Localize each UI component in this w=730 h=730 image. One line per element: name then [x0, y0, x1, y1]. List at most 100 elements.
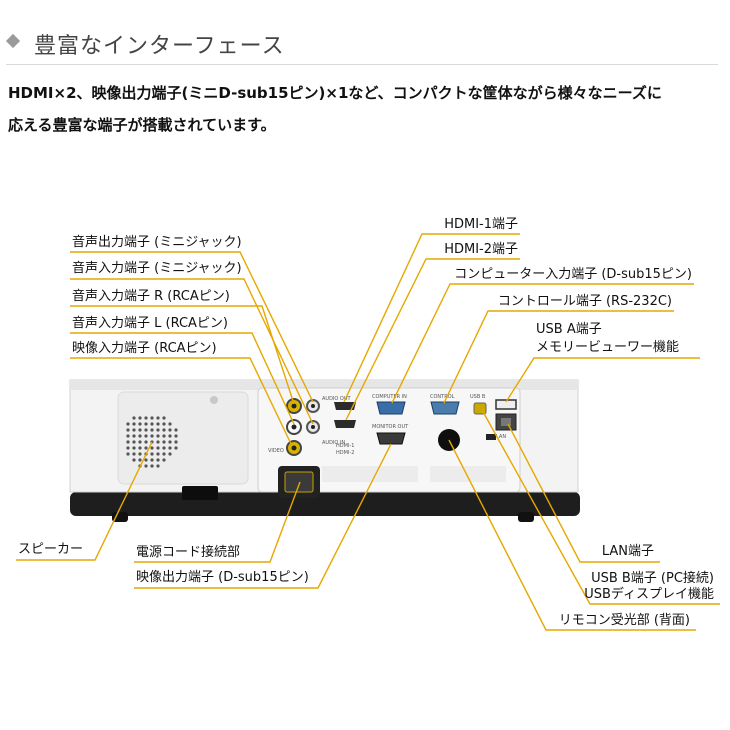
- leader-power: [134, 481, 301, 563]
- speaker-hole: [150, 446, 154, 450]
- projector-foot-right: [518, 512, 534, 522]
- computer-in-port: [376, 401, 406, 415]
- label-audio-in-r: 音声入力端子 R (RCAピン): [72, 288, 230, 304]
- speaker-hole: [132, 446, 136, 450]
- speaker-hole: [126, 422, 130, 426]
- speaker-hole: [168, 422, 172, 426]
- leader-lan: [507, 423, 660, 563]
- speaker-hole: [132, 422, 136, 426]
- label-usb-b-line-2: USBディスプレイ機能: [584, 586, 714, 602]
- screw-icon: [210, 396, 218, 404]
- label-video-in: 映像入力端子 (RCAピン): [72, 341, 217, 356]
- speaker-hole: [162, 416, 166, 420]
- label-remote: リモコン受光部 (背面): [559, 613, 690, 628]
- control-port: [430, 401, 460, 415]
- speaker-hole: [150, 416, 154, 420]
- panel-label-monitor-out: MONITOR OUT: [372, 424, 409, 430]
- vent-slot: [182, 486, 218, 500]
- label-lan: LAN端子: [602, 544, 654, 559]
- speaker-hole: [162, 452, 166, 456]
- panel-label-hdmi-2: HDMI-2: [336, 450, 354, 456]
- speaker-hole: [168, 446, 172, 450]
- leader-computer-in: [391, 283, 694, 404]
- monitor-out-port: [376, 432, 406, 445]
- panel-label-audio-out: AUDIO OUT: [322, 396, 352, 402]
- lock-slot: [486, 434, 496, 440]
- leader-audio-in-r: [70, 305, 295, 405]
- intro-line-1: HDMI×2、映像出力端子(ミニD-sub15ピン)×1など、コンパクトな筐体な…: [8, 84, 662, 102]
- projector-rear-view: AUDIO OUT AUDIO IN VIDEO HDMI-1 HDMI-2 C…: [69, 379, 580, 522]
- leader-audio-in-l: [70, 332, 295, 425]
- leader-hdmi-1: [343, 233, 520, 403]
- speaker-hole: [162, 446, 166, 450]
- speaker-hole: [126, 452, 130, 456]
- label-usb-a-line-2: メモリービューワー機能: [536, 340, 679, 355]
- section-header: 豊富なインターフェース: [5, 30, 718, 65]
- speaker-hole: [156, 440, 160, 444]
- leader-control: [443, 310, 674, 404]
- speaker-hole: [138, 446, 142, 450]
- leader-monitor-out: [134, 443, 392, 589]
- speaker-hole: [144, 440, 148, 444]
- label-control: コントロール端子 (RS-232C): [498, 294, 672, 309]
- hdmi-1-port: [334, 402, 356, 410]
- label-audio-out: 音声出力端子 (ミニジャック): [72, 234, 242, 250]
- leader-video-in: [70, 357, 293, 447]
- speaker-hole: [156, 422, 160, 426]
- leader-usb-a: [505, 357, 700, 403]
- speaker-hole: [162, 428, 166, 432]
- speaker-hole: [144, 428, 148, 432]
- label-hdmi-1: HDMI-1端子: [444, 217, 518, 232]
- speaker-hole: [144, 464, 148, 468]
- speaker-hole: [162, 458, 166, 462]
- label-speaker: スピーカー: [18, 542, 83, 557]
- speaker-hole: [156, 428, 160, 432]
- spec-label-plate: [322, 466, 418, 482]
- speaker-hole: [126, 428, 130, 432]
- speaker-hole: [156, 434, 160, 438]
- speaker-hole: [144, 446, 148, 450]
- speaker-hole: [138, 428, 142, 432]
- leader-hdmi-2: [345, 258, 520, 421]
- speaker-hole: [156, 452, 160, 456]
- panel-label-control: CONTROL: [430, 394, 455, 400]
- speaker-hole: [138, 416, 142, 420]
- speaker-hole: [174, 428, 178, 432]
- speaker-hole: [126, 440, 130, 444]
- panel-label-hdmi-1: HDMI-1: [336, 443, 354, 449]
- speaker-hole: [132, 440, 136, 444]
- leader-audio-in-mini: [70, 278, 314, 425]
- label-power: 電源コード接続部: [136, 544, 240, 560]
- speaker-hole: [150, 434, 154, 438]
- label-audio-in-l: 音声入力端子 L (RCAピン): [72, 315, 228, 331]
- usb-b-port: [473, 402, 487, 415]
- projector-top-edge: [70, 380, 578, 390]
- speaker-grill: [126, 416, 178, 468]
- speaker-hole: [132, 458, 136, 462]
- speaker-hole: [168, 428, 172, 432]
- speaker-hole: [138, 440, 142, 444]
- speaker-hole: [150, 464, 154, 468]
- speaker-hole: [126, 446, 130, 450]
- panel-label-lan: LAN: [496, 434, 506, 440]
- speaker-hole: [174, 440, 178, 444]
- speaker-hole: [156, 416, 160, 420]
- speaker-hole: [150, 422, 154, 426]
- leader-lines: [16, 233, 720, 631]
- speaker-hole: [144, 422, 148, 426]
- speaker-hole: [150, 428, 154, 432]
- projector-base: [70, 492, 580, 516]
- speaker-hole: [144, 458, 148, 462]
- caution-label-plate: [430, 466, 506, 482]
- speaker-hole: [150, 452, 154, 456]
- speaker-panel: [117, 391, 249, 485]
- label-monitor-out: 映像出力端子 (D-sub15ピン): [136, 570, 309, 585]
- speaker-hole: [150, 458, 154, 462]
- speaker-hole: [156, 446, 160, 450]
- power-inlet: [284, 471, 314, 493]
- panel-label-video: VIDEO: [268, 448, 284, 454]
- speaker-hole: [156, 464, 160, 468]
- usb-a-port: [495, 399, 517, 410]
- label-usb-b-line-1: USB B端子 (PC接続): [591, 570, 714, 586]
